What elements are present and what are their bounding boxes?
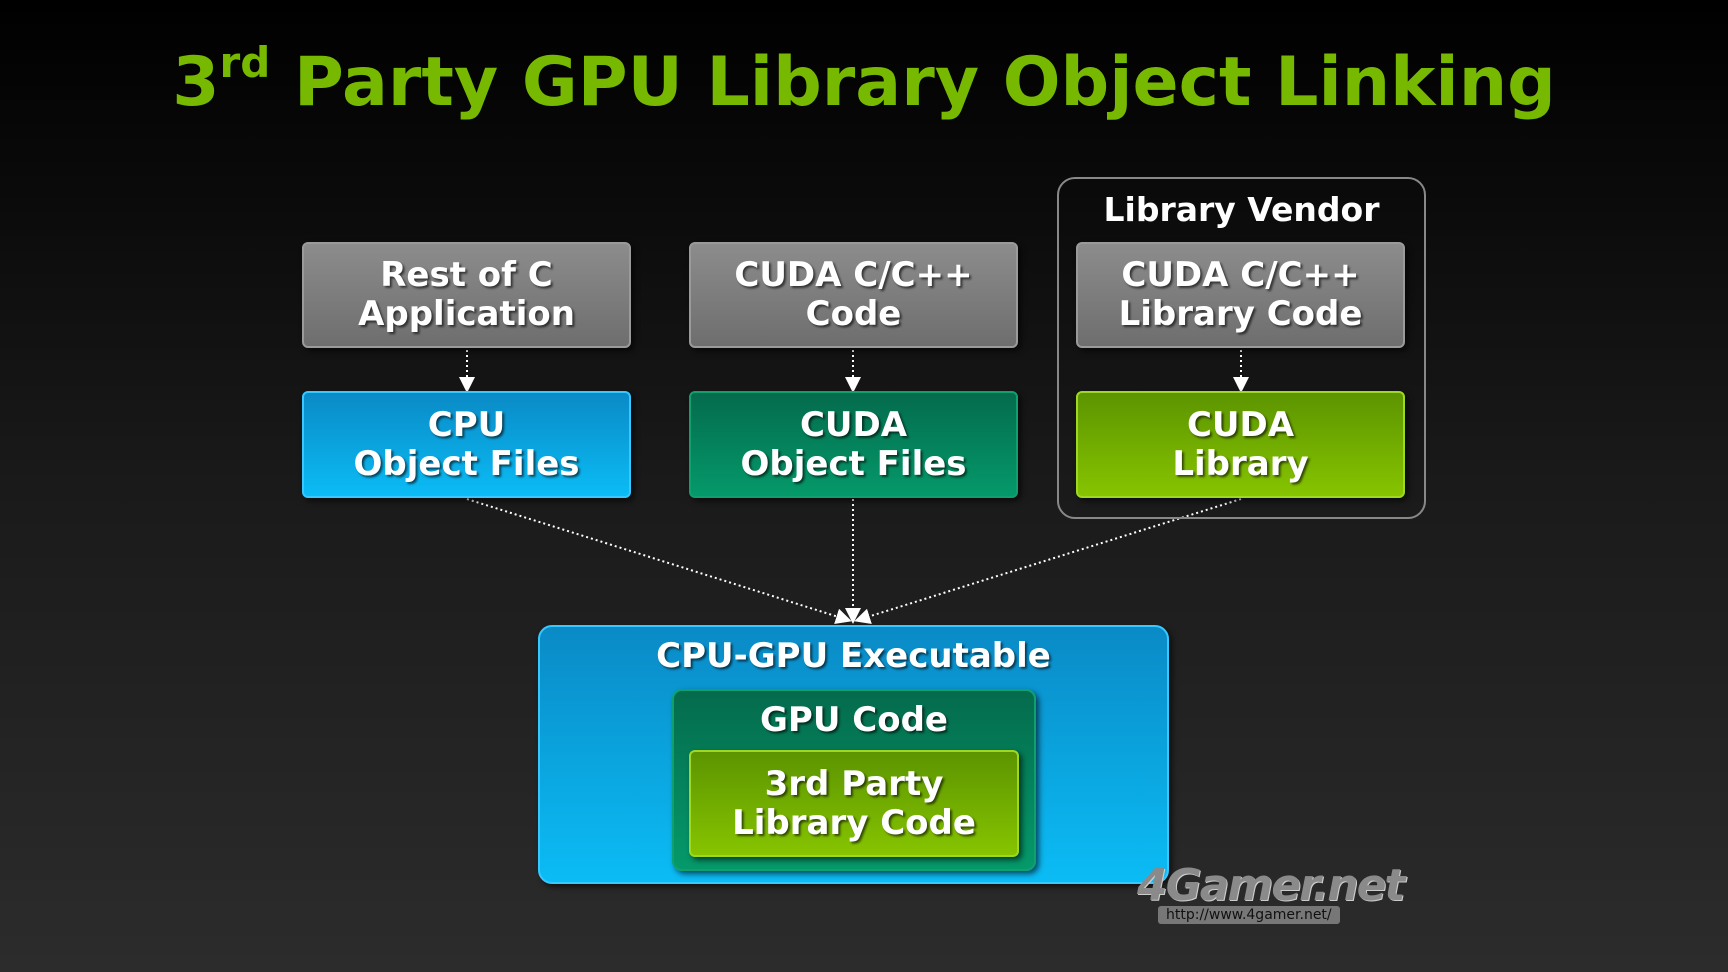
arrow-lib-to-exe	[854, 498, 1242, 625]
library-vendor-group	[1057, 177, 1426, 519]
library-vendor-label: Library Vendor	[1103, 190, 1380, 229]
watermark-url: http://www.4gamer.net/	[1158, 906, 1340, 924]
slide-title: 3rd Party GPU Library Object Linking	[172, 38, 1556, 122]
arrow-cpu-to-exe	[466, 498, 852, 624]
cuda-code-box: CUDA C/C++Code	[689, 242, 1018, 348]
watermark-logo: 4Gamer.net	[1137, 860, 1405, 911]
cuda-library-code-box: CUDA C/C++Library Code	[1076, 242, 1405, 348]
